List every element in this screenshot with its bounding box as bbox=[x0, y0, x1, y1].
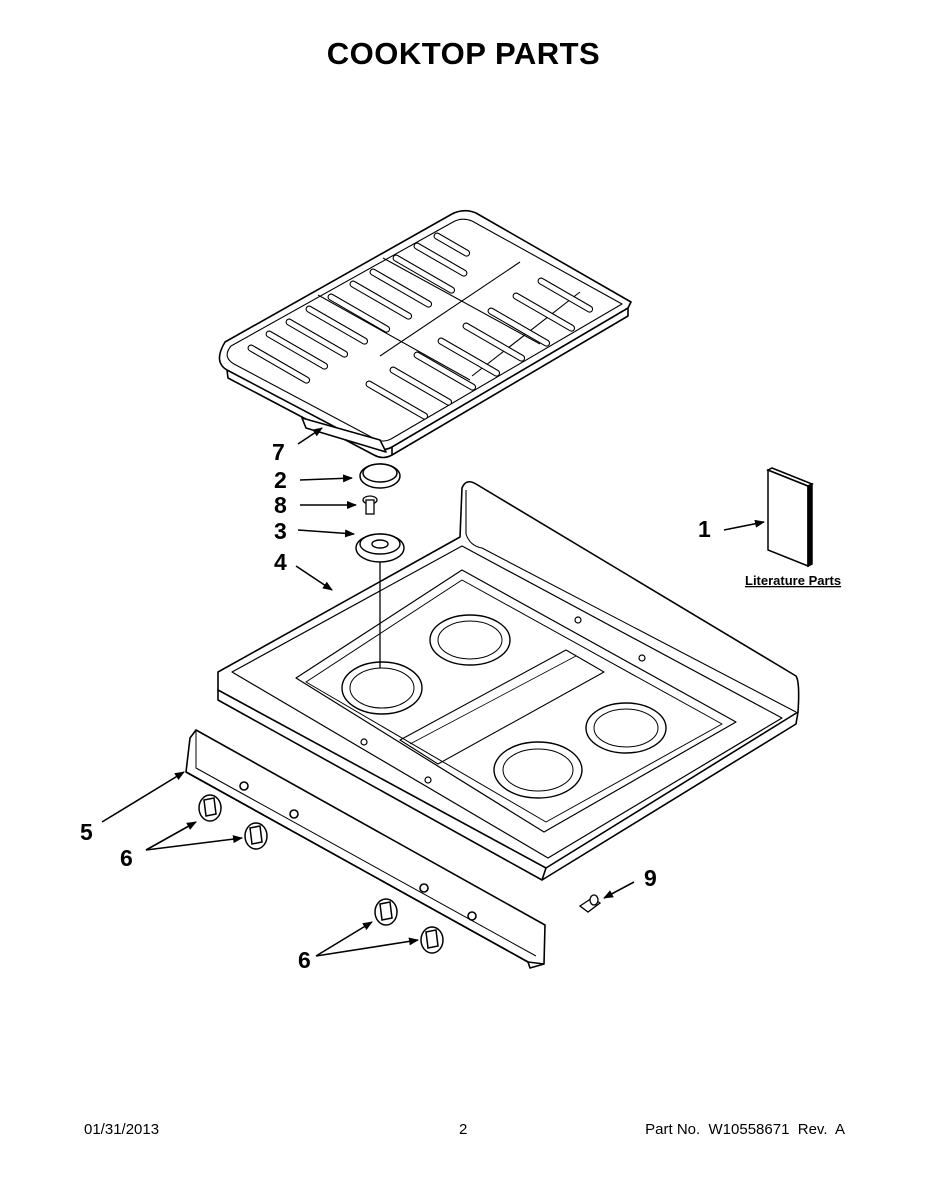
callout-2: 2 bbox=[274, 467, 287, 493]
knob-3 bbox=[374, 898, 398, 926]
control-panel-strip bbox=[185, 729, 546, 969]
literature-parts-label: Literature Parts bbox=[745, 573, 841, 588]
footer-date: 01/31/2013 bbox=[84, 1121, 160, 1138]
mounting-holes bbox=[360, 616, 646, 784]
callout-6-upper: 6 bbox=[120, 845, 133, 871]
burner-cap bbox=[359, 463, 401, 489]
callout-9: 9 bbox=[644, 865, 657, 891]
page-title: COOKTOP PARTS bbox=[326, 36, 601, 71]
cooktop-grates bbox=[218, 209, 632, 459]
control-knobs bbox=[198, 794, 444, 954]
footer-part-number: Part No. W10558671 Rev. A bbox=[645, 1121, 845, 1138]
callout-7: 7 bbox=[272, 439, 285, 465]
knob-4 bbox=[420, 926, 444, 954]
mounting-screw bbox=[578, 894, 602, 913]
callout-8: 8 bbox=[274, 492, 287, 518]
callout-6-lower: 6 bbox=[298, 947, 311, 973]
callout-4: 4 bbox=[274, 549, 287, 575]
footer-page-number: 2 bbox=[459, 1121, 468, 1138]
burner-base bbox=[355, 533, 405, 563]
knob-2 bbox=[244, 822, 268, 850]
callout-5: 5 bbox=[80, 819, 93, 845]
cooktop-main-top bbox=[217, 480, 800, 881]
leader-arrows bbox=[101, 427, 765, 957]
callout-3: 3 bbox=[274, 518, 287, 544]
burner-openings bbox=[341, 614, 667, 799]
literature-booklet bbox=[766, 467, 814, 568]
callout-1: 1 bbox=[698, 516, 711, 542]
knob-1 bbox=[198, 794, 222, 822]
burner-screw bbox=[362, 495, 378, 515]
